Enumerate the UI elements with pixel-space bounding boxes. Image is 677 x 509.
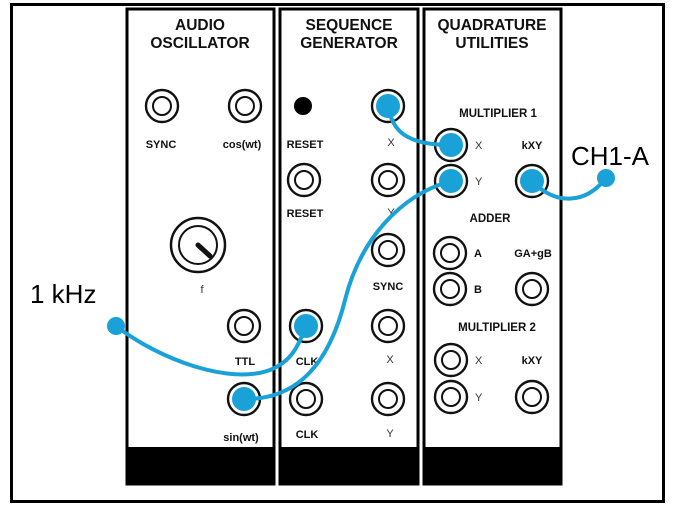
quadrature-utilities-footer <box>425 447 560 483</box>
label-adder-a: A <box>474 248 482 260</box>
plug-m1-kxy[interactable] <box>520 169 544 193</box>
reset-button[interactable] <box>294 97 312 115</box>
plug-ch1a-output[interactable] <box>597 169 615 187</box>
label-m2-kxy: kXY <box>522 355 543 367</box>
label-m1-x: X <box>475 140 483 152</box>
quadrature-utilities-title-2: UTILITIES <box>455 35 528 52</box>
socket-ao-cos[interactable] <box>227 88 263 124</box>
plug-m1-y[interactable] <box>439 169 463 193</box>
audio-oscillator-module: AUDIO OSCILLATOR <box>125 7 276 486</box>
label-ao-knob: f <box>200 284 204 296</box>
socket-ao-sync[interactable] <box>144 88 180 124</box>
label-sg-y-top: Y <box>387 207 395 219</box>
socket-m2-y[interactable] <box>433 379 469 415</box>
socket-adder-out[interactable] <box>514 271 550 307</box>
label-multiplier-2: MULTIPLIER 2 <box>458 322 536 334</box>
audio-oscillator-title-2: OSCILLATOR <box>150 35 249 52</box>
socket-m2-x[interactable] <box>433 342 469 378</box>
plug-sg-clk[interactable] <box>294 314 318 338</box>
label-ao-sync: SYNC <box>146 139 177 151</box>
label-adder-b: B <box>474 284 482 296</box>
socket-ao-ttl[interactable] <box>226 308 262 344</box>
socket-adder-a[interactable] <box>432 235 468 271</box>
socket-sg-y-bottom[interactable] <box>370 381 406 417</box>
socket-sg-clk-bottom[interactable] <box>288 381 324 417</box>
label-ao-ttl: TTL <box>235 356 255 368</box>
quadrature-utilities-title-1: QUADRATURE <box>437 17 546 34</box>
label-sg-sync: SYNC <box>373 281 404 293</box>
label-m1-kxy: kXY <box>522 140 543 152</box>
label-ao-cos: cos(wt) <box>223 139 262 151</box>
socket-sg-y-top[interactable] <box>370 162 406 198</box>
patch-wires <box>107 94 615 411</box>
label-sg-y-bottom: Y <box>386 428 394 440</box>
label-adder: ADDER <box>470 213 512 225</box>
audio-oscillator-title-1: AUDIO <box>175 17 225 34</box>
wire-1khz-to-clk[interactable] <box>114 324 308 377</box>
label-multiplier-1: MULTIPLIER 1 <box>459 108 537 120</box>
label-1khz: 1 kHz <box>30 279 96 309</box>
label-m1-y: Y <box>475 176 483 188</box>
plug-ao-sin[interactable] <box>232 387 256 411</box>
audio-oscillator-footer <box>128 447 273 483</box>
label-ao-sin: sin(wt) <box>223 432 259 444</box>
knob-pointer <box>195 242 213 259</box>
sequence-generator-title-1: SEQUENCE <box>306 17 393 34</box>
socket-sg-reset[interactable] <box>286 162 322 198</box>
socket-sg-sync[interactable] <box>370 232 406 268</box>
label-sg-reset-top: RESET <box>287 139 324 151</box>
label-m2-x: X <box>475 355 483 367</box>
plug-m1-x[interactable] <box>439 133 463 157</box>
label-m2-y: Y <box>475 392 483 404</box>
plug-sg-x[interactable] <box>376 94 400 118</box>
frequency-knob[interactable] <box>169 216 227 274</box>
socket-m2-kxy[interactable] <box>514 379 550 415</box>
label-adder-out: GA+gB <box>514 248 552 260</box>
wire-sin-to-m1y[interactable] <box>242 179 453 402</box>
label-sg-clk-bottom: CLK <box>296 429 319 441</box>
sequence-generator-footer <box>281 447 417 483</box>
label-sg-reset: RESET <box>287 208 324 220</box>
label-sg-x-bottom: X <box>386 354 394 366</box>
socket-sg-x-bottom[interactable] <box>370 308 406 344</box>
sequence-generator-title-2: GENERATOR <box>300 35 398 52</box>
socket-adder-b[interactable] <box>432 271 468 307</box>
label-sg-x-top: X <box>387 137 395 149</box>
label-sg-clk-mid: CLK <box>296 356 319 368</box>
label-ch1a: CH1-A <box>571 141 650 171</box>
plug-1khz-input[interactable] <box>107 317 125 335</box>
